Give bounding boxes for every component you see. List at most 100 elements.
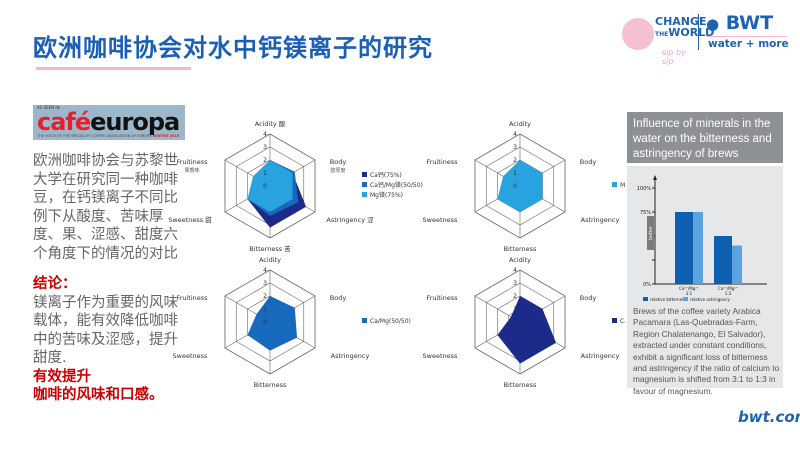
radar-axis-label: Astringency: [331, 352, 370, 360]
radar-tick-label: 3: [513, 280, 517, 287]
page-title: 欧洲咖啡协会对水中钙镁离子的研究: [33, 34, 433, 62]
radar-axis-label: Astringency 涩: [326, 215, 374, 224]
radar-axis-label: Acidity: [259, 256, 281, 264]
legend-label: Ca钙(75%): [370, 171, 402, 179]
legend-swatch: [362, 182, 367, 187]
bar-bitterness: [714, 236, 732, 284]
radar-tick-label: 1: [513, 306, 517, 313]
bar-chart-panel: [627, 166, 783, 388]
x-tick-label: Ca²⁺/Mg²⁺: [718, 286, 738, 291]
legend-swatch: [362, 318, 367, 323]
logo-wordmark: caféeuropa: [37, 108, 180, 136]
radar-tick-label: 2: [263, 293, 267, 300]
radar-series-area: [497, 160, 543, 212]
logo-small-text: AS SEEN IN: [37, 105, 60, 110]
radar-axis-label: Fruitiness: [176, 294, 208, 302]
radar-axis-sublabel: 醇厚度: [330, 167, 345, 174]
x-tick-label: 1:3: [725, 291, 732, 296]
radar-tick-label: 3: [263, 280, 267, 287]
bar-chart-caption: Brews of the coffee variety Arabica Paca…: [633, 306, 780, 396]
radar-axis-label: Fruitiness: [426, 294, 458, 302]
radar-axis-label: Fruitiness: [426, 158, 458, 166]
bwt-underline: [707, 36, 787, 37]
radar-axis-label: Bitterness: [504, 245, 537, 253]
y-tick-label: 75%: [640, 210, 651, 216]
radar-axis-label: Astringency: [581, 352, 620, 360]
radar-axis-label: Bitterness 苦: [249, 244, 291, 253]
radar-tick-label: 0: [263, 319, 267, 326]
radar-axis-label: Sweetness: [173, 352, 208, 360]
logo-divider: [698, 14, 699, 50]
bar-chart: 0%75%100%betterCa²⁺/Mg²⁺3:1Ca²⁺/Mg²⁺1:3r…: [637, 175, 767, 302]
radar-axis-label: Acidity 酸: [255, 119, 286, 128]
better-arrow-icon: [647, 216, 654, 250]
legend-label: Mg(75%): [620, 182, 625, 189]
radar-axis-label: Body: [580, 158, 597, 166]
legend-label: relative astringency: [690, 297, 730, 302]
radar-axis-label: Sweetness: [423, 352, 458, 360]
radar-axis-sublabel: 果香味: [184, 167, 199, 174]
radar-axis-label: Body: [580, 294, 597, 302]
radar-tick-label: 0: [263, 183, 267, 190]
bar-bitterness: [675, 212, 693, 284]
bwt-logo: ● BWT: [706, 12, 774, 34]
radar-axis-label: Bitterness: [504, 381, 537, 389]
radar-axis-label: Sweetness 甜: [168, 215, 212, 224]
water-drop-icon: ●: [706, 15, 720, 33]
highlight-text: 有效提升咖啡的风味和口感。: [33, 368, 164, 404]
footer-logo: bwt.com: [738, 408, 800, 426]
radar-axis-label: Body: [330, 294, 347, 302]
radar-tick-label: 4: [513, 267, 517, 274]
radar-axis-label: Astringency: [581, 216, 620, 224]
better-label: better: [648, 226, 654, 240]
radar-tick-label: 3: [263, 144, 267, 151]
legend-swatch: [362, 192, 367, 197]
radar-axis-label: Bitterness: [254, 381, 287, 389]
radar-tick-label: 2: [513, 293, 517, 300]
conclusion-heading: 结论：: [33, 276, 77, 292]
logo-subtitle: THE VOICE OF THE SPECIALITY COFFEE ASSOC…: [37, 134, 180, 138]
legend-swatch: [612, 318, 617, 323]
study-description: 欧洲咖啡协会与苏黎世大学在研究同一种咖啡豆，在钙镁离子不同比例下从酸度、苦味厚度…: [33, 153, 178, 262]
radar-tick-label: 2: [263, 157, 267, 164]
legend-label: relative bitterness: [650, 297, 686, 302]
left-text-column: 欧洲咖啡协会与苏黎世大学在研究同一种咖啡豆，在钙镁离子不同比例下从酸度、苦味厚度…: [33, 152, 183, 405]
radar-series-area: [247, 296, 298, 351]
radar-series-area: [247, 160, 293, 212]
title-underline: [36, 67, 191, 70]
radar-tick-label: 4: [263, 131, 267, 138]
conclusion-text: 镁离子作为重要的风味载体，能有效降低咖啡中的苦味及涩感，提升甜度.: [33, 294, 178, 367]
legend-swatch: [612, 182, 617, 187]
y-axis-arrow-icon: [653, 175, 657, 180]
bar-astringency: [732, 245, 742, 284]
legend-label: Ca(75%): [620, 318, 625, 325]
globe-icon: [622, 18, 654, 50]
legend-swatch: [683, 297, 688, 301]
bwt-tagline: water + more: [708, 38, 789, 50]
radar-tick-label: 2: [513, 157, 517, 164]
radar-tick-label: 3: [513, 144, 517, 151]
radar-tick-label: 4: [263, 267, 267, 274]
x-tick-label: 3:1: [686, 291, 693, 296]
radar-tick-label: 0: [513, 183, 517, 190]
radar-axis-label: Body: [330, 158, 347, 166]
radar-tick-label: 1: [263, 306, 267, 313]
legend-label: Ca/Mg(50/50): [370, 318, 411, 325]
radar-axis-label: Acidity: [509, 256, 531, 264]
radar-tick-label: 1: [513, 170, 517, 177]
y-tick-label: 100%: [637, 186, 652, 192]
cafe-europa-logo: AS SEEN IN caféeuropa THE VOICE OF THE S…: [33, 105, 185, 140]
radar-tick-label: 0: [513, 319, 517, 326]
legend-label: Mg镁(75%): [370, 191, 403, 199]
radar-tick-label: 4: [513, 131, 517, 138]
x-tick-label: Ca²⁺/Mg²⁺: [679, 286, 699, 291]
radar-axis-label: Acidity: [509, 120, 531, 128]
radar-axis-label: Sweetness: [423, 216, 458, 224]
bar-chart-title: Influence of minerals in the water on th…: [627, 112, 783, 163]
